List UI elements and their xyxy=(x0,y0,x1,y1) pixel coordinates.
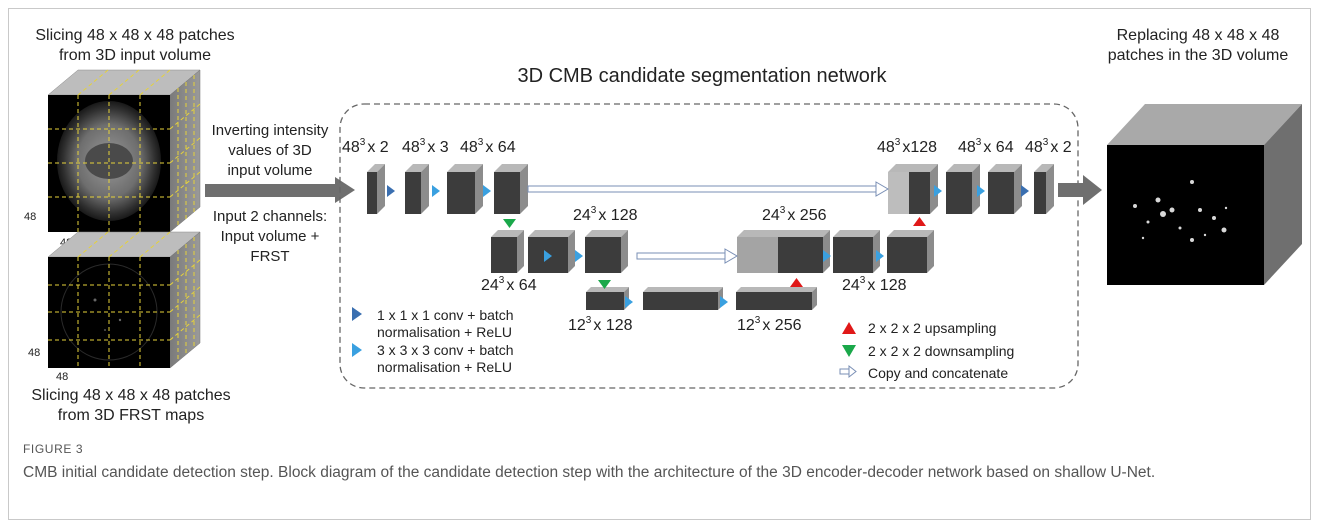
left-bottom-label-line2: from 3D FRST maps xyxy=(58,407,204,424)
legend-1x1-line2: normalisation + ReLU xyxy=(377,324,512,340)
dim-label-1: 48 xyxy=(24,211,36,223)
output-volume-cube xyxy=(1107,104,1302,285)
diagram: Slicing 48 x 48 x 48 patches from 3D inp… xyxy=(24,27,1302,424)
legend-downsampling-icon xyxy=(842,345,856,357)
block-12x128-a xyxy=(586,287,629,310)
frst-map-cube xyxy=(47,231,201,369)
dim-label-3: 48 xyxy=(28,347,40,359)
legend-ops: 2 x 2 x 2 upsampling 2 x 2 x 2 downsampl… xyxy=(839,320,1014,381)
conv1x1-marker-2 xyxy=(1021,185,1029,197)
block-48x64-d xyxy=(988,164,1022,214)
dim-label-4: 48 xyxy=(56,371,68,383)
upsample-marker-1 xyxy=(790,278,803,287)
skip-connection-48 xyxy=(527,181,889,197)
network-boundary xyxy=(339,103,1079,389)
legend-copy-label: Copy and concatenate xyxy=(868,365,1008,381)
right-label-line2: patches in the 3D volume xyxy=(1108,47,1289,64)
upsample-marker-2 xyxy=(913,217,926,226)
figure-caption: CMB initial candidate detection step. Bl… xyxy=(23,464,1156,481)
right-label-line1: Replacing 48 x 48 x 48 xyxy=(1117,27,1280,44)
block-48x128 xyxy=(888,164,938,214)
conv1x1-marker-1 xyxy=(387,185,395,197)
legend-1x1-icon xyxy=(352,307,362,321)
conv3x3-marker-10 xyxy=(977,185,985,197)
legend-3x3-line1: 3 x 3 x 3 conv + batch xyxy=(377,342,514,358)
block-24x128-a xyxy=(528,230,575,273)
network-blocks xyxy=(367,164,1054,310)
invert-text-line1: Inverting intensity xyxy=(212,122,329,139)
legend-copy-icon xyxy=(839,364,857,379)
legend-downsampling-label: 2 x 2 x 2 downsampling xyxy=(868,343,1014,359)
legend-3x3-line2: normalisation + ReLU xyxy=(377,359,512,375)
block-48x64-a xyxy=(447,164,483,214)
input-arrow xyxy=(205,177,355,203)
conv3x3-marker-2 xyxy=(483,185,491,197)
block-48x64-b xyxy=(494,164,528,214)
invert-text-line2: values of 3D xyxy=(228,142,312,159)
channels-text-line3: FRST xyxy=(250,248,289,265)
legend-1x1-line1: 1 x 1 x 1 conv + batch xyxy=(377,307,514,323)
figure-label: FIGURE 3 xyxy=(23,442,84,456)
left-bottom-label-line1: Slicing 48 x 48 x 48 patches xyxy=(31,387,230,404)
legend-conv: 1 x 1 x 1 conv + batch normalisation + R… xyxy=(352,307,514,375)
block-48x64-c xyxy=(946,164,980,214)
block-48x3 xyxy=(405,164,429,214)
legend-upsampling-label: 2 x 2 x 2 upsampling xyxy=(868,320,996,336)
conv3x3-marker-3 xyxy=(544,250,552,262)
block-24x64 xyxy=(491,230,524,273)
block-24x128-c xyxy=(833,230,880,273)
legend-3x3-icon xyxy=(352,343,362,357)
input-volume-cube xyxy=(47,69,201,233)
block-12x128-b xyxy=(643,287,723,310)
conv3x3-marker-5 xyxy=(625,296,633,308)
downsample-marker-1 xyxy=(503,219,516,228)
left-top-label-line1: Slicing 48 x 48 x 48 patches xyxy=(35,27,234,44)
figure-frame xyxy=(8,8,1311,520)
block-24x128-d xyxy=(887,230,934,273)
conv3x3-marker-1 xyxy=(432,185,440,197)
conv3x3-marker-8 xyxy=(876,250,884,262)
channels-text-line2: Input volume + xyxy=(221,228,320,245)
layer-markers xyxy=(387,185,1029,308)
network-title: 3D CMB candidate segmentation network xyxy=(517,65,887,87)
block-12x256 xyxy=(736,287,817,310)
block-48x2 xyxy=(367,164,385,214)
left-top-label-line2: from 3D input volume xyxy=(59,47,211,64)
invert-text-line3: input volume xyxy=(227,162,312,179)
skip-connection-24 xyxy=(636,248,738,264)
conv3x3-marker-7 xyxy=(823,250,831,262)
block-24x128-b xyxy=(585,230,628,273)
conv3x3-marker-6 xyxy=(720,296,728,308)
block-48x2-out xyxy=(1034,164,1054,214)
downsample-marker-2 xyxy=(598,280,611,289)
conv3x3-marker-4 xyxy=(575,250,583,262)
output-arrow xyxy=(1058,175,1102,205)
legend-upsampling-icon xyxy=(842,322,856,334)
conv3x3-marker-9 xyxy=(934,185,942,197)
block-24x256 xyxy=(737,230,830,273)
channels-text-line1: Input 2 channels: xyxy=(213,208,327,225)
